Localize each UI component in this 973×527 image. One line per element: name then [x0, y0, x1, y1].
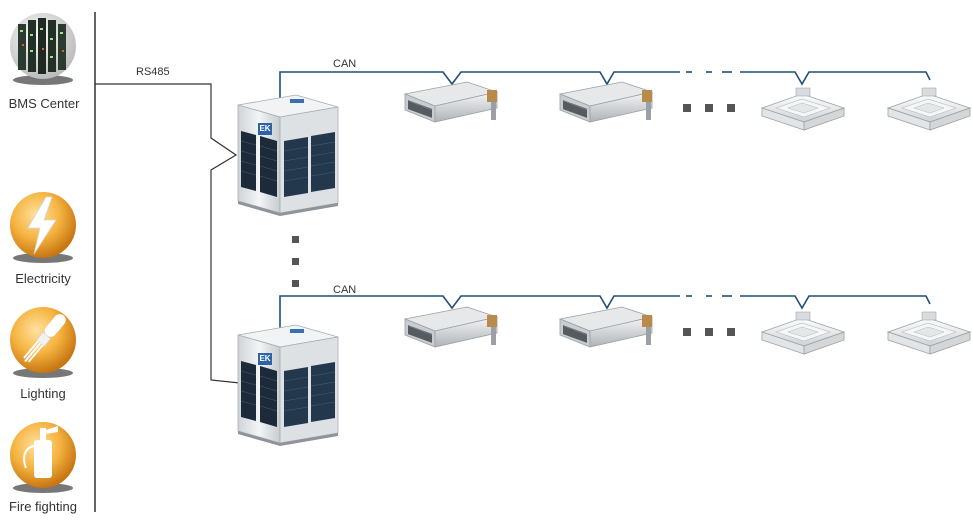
indoor-units-ellipsis-top	[683, 104, 735, 112]
lightning-bolt-icon	[10, 192, 76, 263]
light-bulb-icon	[10, 307, 76, 378]
fire-extinguisher-icon	[10, 422, 76, 493]
can-label-top: CAN	[333, 58, 357, 70]
cassette-unit-top-2	[887, 87, 971, 131]
fire-fighting-label: Fire fighting	[9, 499, 77, 514]
outdoor-unit-top	[237, 94, 339, 217]
bms-center-label: BMS Center	[8, 96, 80, 111]
can-bus-bottom	[279, 295, 680, 330]
can-bus-top-end	[740, 71, 931, 86]
indoor-units-ellipsis-bottom	[683, 328, 735, 336]
outdoor-unit-bottom-badge: EK	[259, 354, 271, 363]
outdoor-units-ellipsis	[292, 236, 299, 287]
server-rack-icon	[10, 13, 76, 85]
can-label-bottom: CAN	[333, 284, 357, 296]
rs485-label: RS485	[136, 66, 170, 78]
duct-unit-top-1	[404, 81, 498, 123]
outdoor-unit-bottom	[237, 324, 339, 447]
duct-unit-top-2	[559, 81, 653, 123]
can-bus-top	[279, 71, 680, 100]
duct-unit-bottom-2	[559, 306, 653, 348]
cassette-unit-top-1	[761, 87, 845, 131]
lighting-label: Lighting	[20, 386, 66, 401]
electricity-label: Electricity	[15, 271, 71, 286]
can-bus-bottom-end	[740, 295, 931, 310]
outdoor-unit-top-badge: EK	[259, 124, 271, 133]
cassette-unit-bottom-1	[761, 311, 845, 355]
duct-unit-bottom-1	[404, 306, 498, 348]
cassette-unit-bottom-2	[887, 311, 971, 355]
rs485-line	[95, 83, 241, 384]
